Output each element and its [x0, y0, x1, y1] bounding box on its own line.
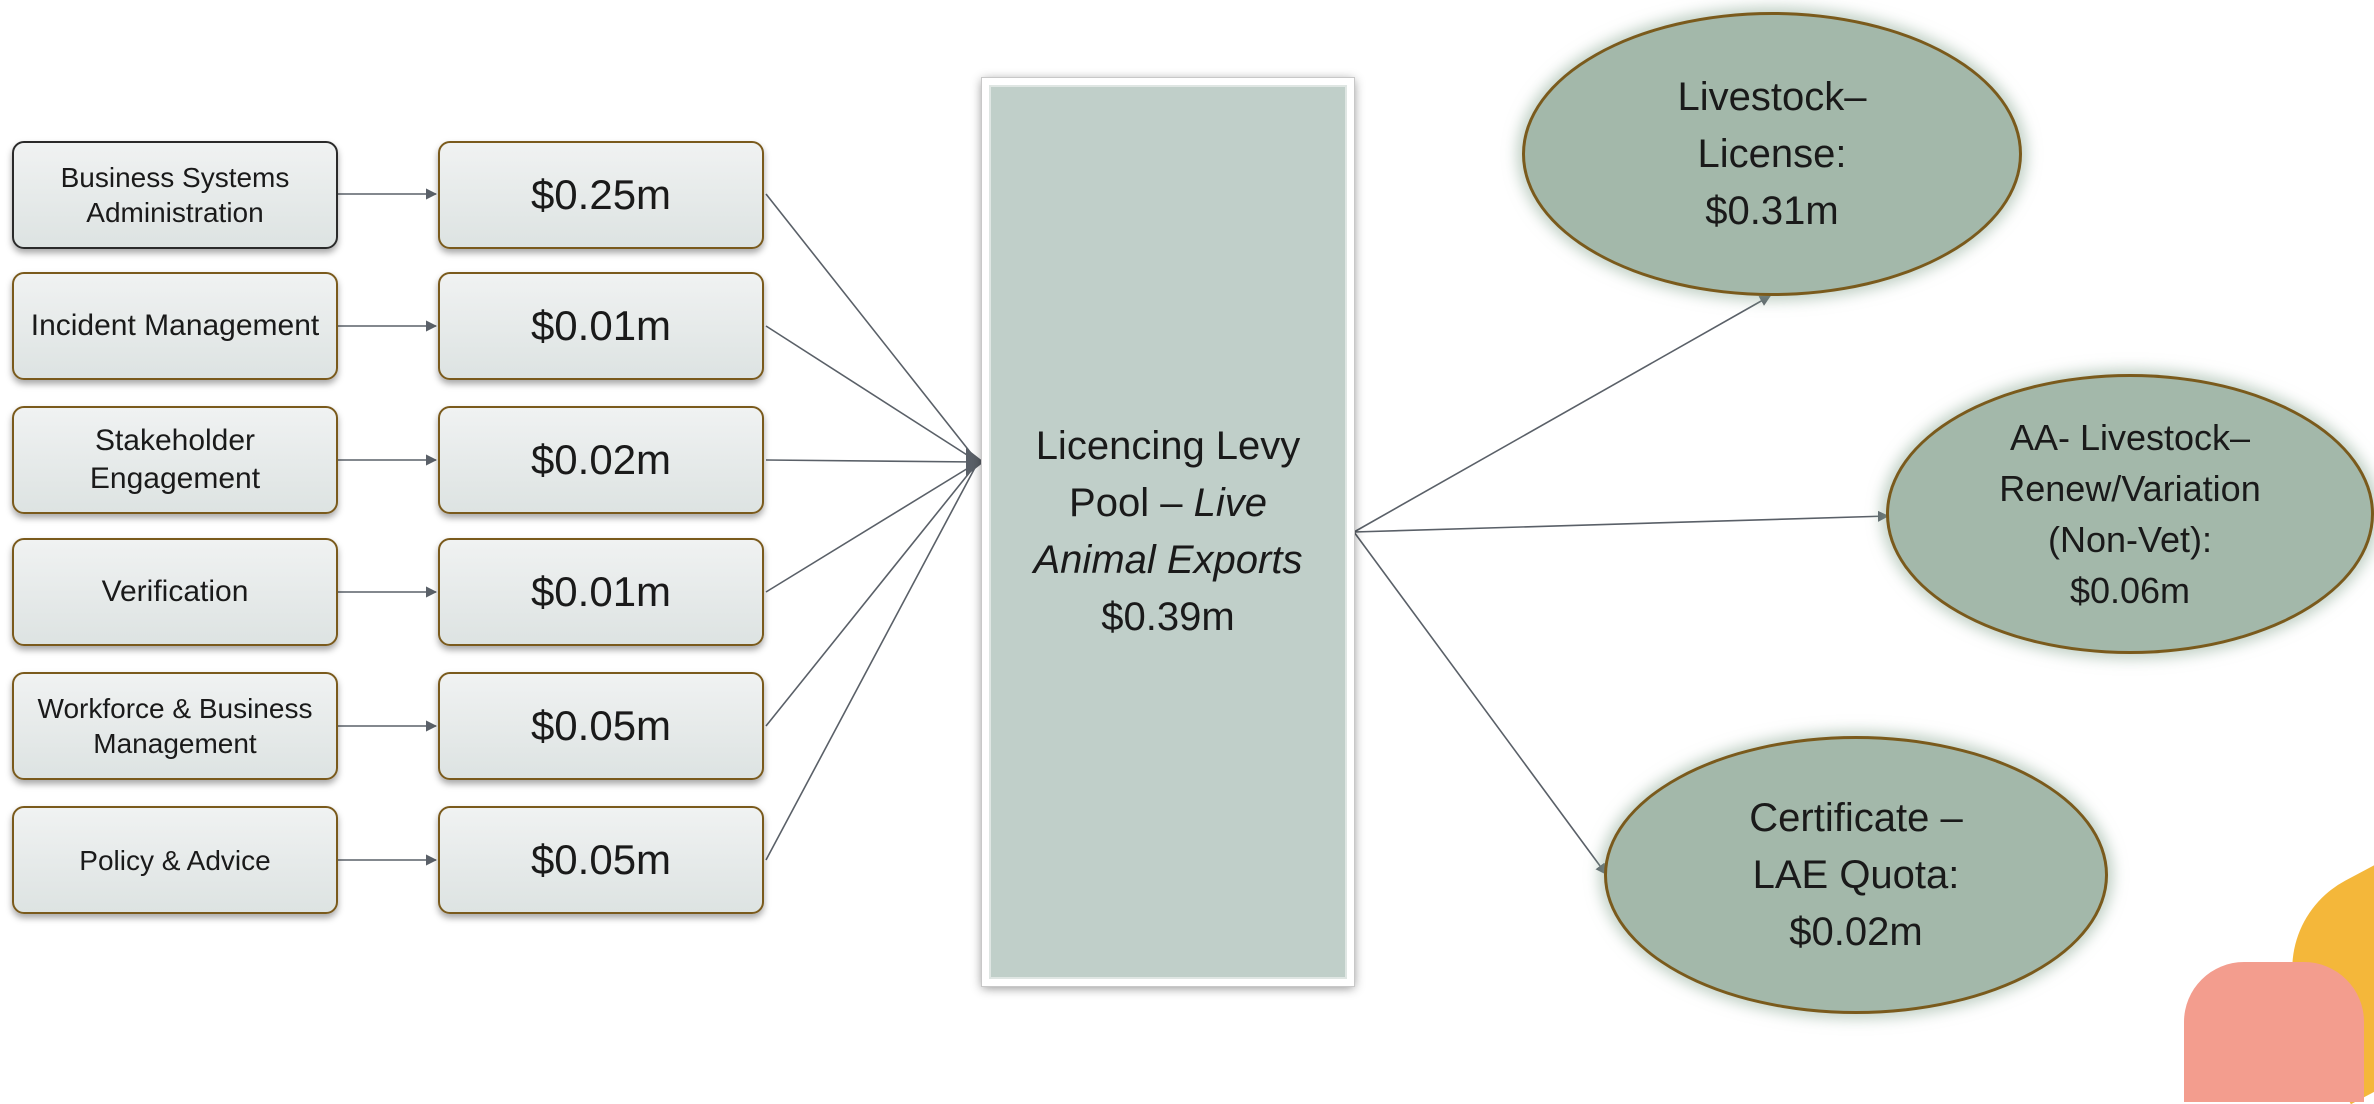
output-1-amount: $0.31m — [1705, 188, 1839, 233]
output-2-line-1: AA- Livestock– — [2009, 417, 2251, 458]
cost-box-verification: $0.01m — [438, 538, 764, 646]
connector-cost-6 — [765, 461, 979, 861]
output-ellipse-renew-variation: AA- Livestock– Renew/Variation (Non-Vet)… — [1886, 374, 2374, 654]
output-1-line-2: License: — [1697, 131, 1847, 176]
connector-cost-3 — [765, 459, 979, 463]
cost-box-business-systems-administration: $0.25m — [438, 141, 764, 249]
activity-box-business-systems-administration: Business Systems Administration — [12, 141, 338, 249]
connector-output-2 — [1353, 510, 1890, 533]
output-3-line-2: LAE Quota: — [1752, 852, 1960, 897]
activity-box-policy-advice: Policy & Advice — [12, 806, 338, 914]
activity-box-workforce-business-management: Workforce & Business Management — [12, 672, 338, 780]
merge-arrowhead — [966, 448, 984, 476]
cost-box-policy-advice: $0.05m — [438, 806, 764, 914]
output-2-amount: $0.06m — [2069, 570, 2191, 611]
pool-title-italic-1: Live — [1193, 481, 1267, 525]
pool-title-line-1: Licencing Levy — [1035, 424, 1301, 468]
connector-cost-5 — [765, 461, 979, 727]
cost-box-incident-management: $0.01m — [438, 272, 764, 380]
activity-box-stakeholder-engagement: Stakeholder Engagement — [12, 406, 338, 514]
output-3-line-1: Certificate – — [1749, 795, 1963, 840]
output-2-line-2: Renew/Variation — [1999, 468, 2261, 509]
output-ellipse-certificate-lae-quota: Certificate – LAE Quota: $0.02m — [1604, 736, 2108, 1014]
connector-output-1 — [1353, 295, 1771, 533]
pool-title-plain: Pool – — [1069, 481, 1183, 525]
connector-layer — [338, 188, 1890, 875]
activity-box-incident-management: Incident Management — [12, 272, 338, 380]
output-2-line-3: (Non-Vet): — [2047, 519, 2213, 560]
output-3-amount: $0.02m — [1789, 909, 1923, 954]
cost-box-stakeholder-engagement: $0.02m — [438, 406, 764, 514]
cost-box-workforce-business-management: $0.05m — [438, 672, 764, 780]
output-ellipse-livestock-license: Livestock– License: $0.31m — [1522, 12, 2022, 296]
connector-output-3 — [1353, 531, 1607, 875]
output-1-line-1: Livestock– — [1677, 74, 1867, 119]
pool-title-line-2: Pool – Live — [1069, 475, 1267, 532]
pool-amount: $0.39m — [1101, 595, 1235, 639]
activity-box-verification: Verification — [12, 538, 338, 646]
levy-pool-box: Licencing Levy Pool – Live Animal Export… — [981, 77, 1355, 987]
connector-cost-4 — [765, 461, 979, 593]
connector-cost-1 — [765, 193, 979, 463]
connector-cost-2 — [765, 325, 979, 463]
pool-title-line-3: Animal Exports — [1033, 538, 1303, 582]
